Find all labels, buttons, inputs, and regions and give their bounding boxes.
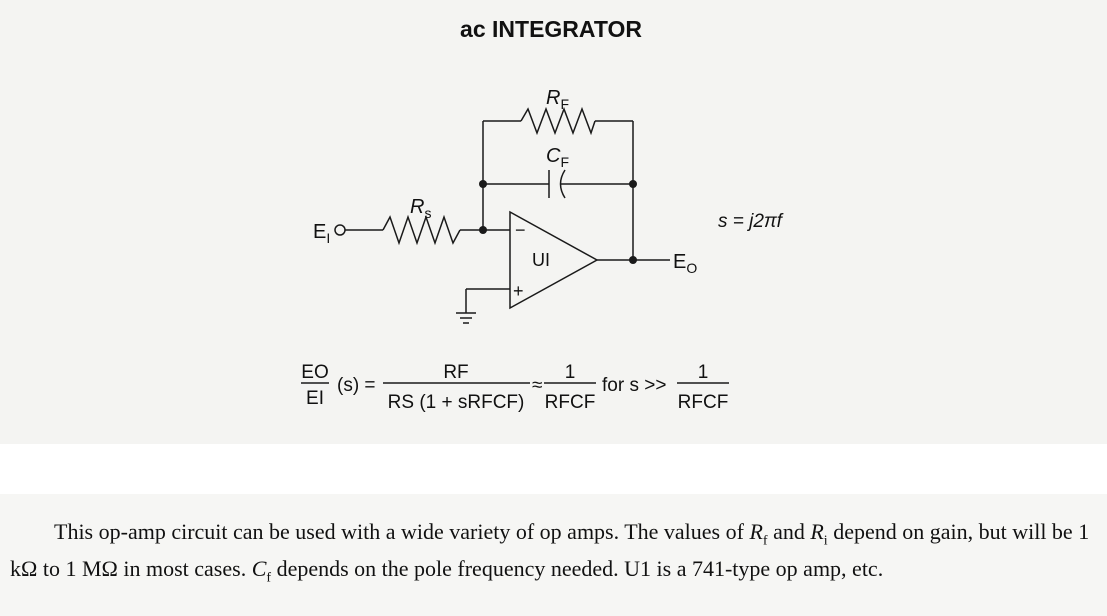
op-amp-triangle <box>509 210 599 310</box>
formula-r1-num: 1 <box>565 362 576 383</box>
input-terminal <box>334 224 346 236</box>
junction-dot <box>629 180 637 188</box>
label-minus: − <box>515 220 526 240</box>
figure-panel <box>0 0 1107 444</box>
formula-condition: for s >> <box>602 375 666 396</box>
circuit-schematic: RF CF Rs EI EO UI − + s = j2πf EO EI (s)… <box>301 87 784 413</box>
label-rs: Rs <box>410 196 431 221</box>
label-rf: RF <box>546 87 569 112</box>
formula-lhs-den: EI <box>306 388 324 409</box>
label-ei: EI <box>313 221 330 246</box>
caption-text: This op-amp circuit can be used with a w… <box>10 519 1090 586</box>
junction-dot <box>479 180 487 188</box>
caption-panel <box>0 494 1107 616</box>
s-definition: s = j2πf <box>718 211 784 232</box>
formula-lhs-num: EO <box>301 362 328 383</box>
formula-lhs-arg: (s) = <box>337 375 376 396</box>
formula-r1-den: RFCF <box>545 392 596 413</box>
formula-mid-num: RF <box>443 362 468 383</box>
junction-dot <box>479 226 487 234</box>
label-ui: UI <box>532 250 550 270</box>
junction-dot <box>629 256 637 264</box>
formula-mid-den: RS (1 + sRFCF) <box>388 392 525 413</box>
formula-r2-num: 1 <box>698 362 709 383</box>
label-eo: EO <box>673 251 697 276</box>
label-plus: + <box>513 281 524 301</box>
resistor-rs <box>382 214 461 246</box>
figure-title: ac INTEGRATOR <box>460 16 642 42</box>
label-cf: CF <box>546 145 569 170</box>
formula-r2-den: RFCF <box>678 392 729 413</box>
resistor-rf <box>520 106 596 136</box>
formula-approx: ≈ <box>532 375 542 396</box>
